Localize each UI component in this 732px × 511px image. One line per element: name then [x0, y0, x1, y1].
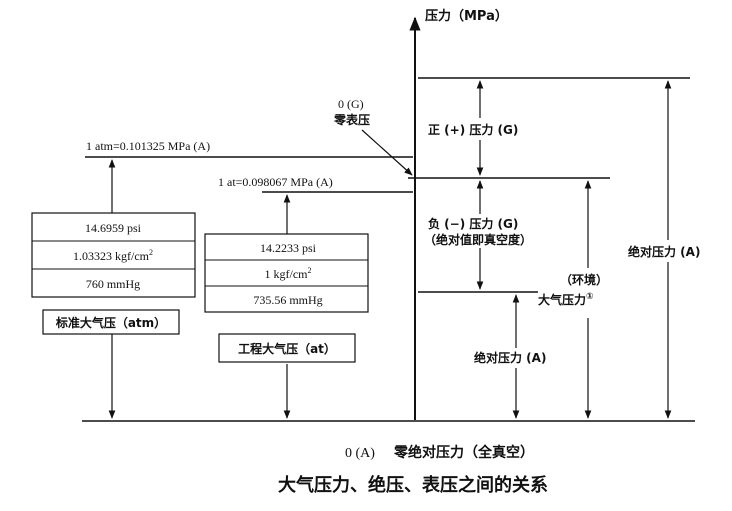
- atm-kgf: 1.03323 kgf/cm2: [73, 248, 153, 263]
- gauge-zero-value: 0 (G): [338, 97, 364, 111]
- atm-mmhg: 760 mmHg: [86, 277, 140, 291]
- at-psi: 14.2233 psi: [260, 241, 317, 255]
- zero-absolute-value: 0 (A): [345, 446, 375, 461]
- atm-psi: 14.6959 psi: [85, 221, 142, 235]
- negative-gauge-note: （绝对值即真空度）: [424, 232, 532, 247]
- svg-text:标准大气压（atm）: 标准大气压（atm）: [55, 315, 166, 330]
- atm-value-table: 14.6959 psi 1.03323 kgf/cm2 760 mmHg: [31, 212, 196, 298]
- at-reference-label: 1 at=0.098067 MPa (A): [218, 175, 333, 189]
- at-kgf: 1 kgf/cm2: [265, 266, 312, 281]
- atm-pressure-label: 大气压力①: [538, 292, 594, 307]
- zero-absolute-label: 零绝对压力（全真空）: [393, 444, 534, 461]
- at-mmhg: 735.56 mmHg: [253, 293, 322, 307]
- gauge-zero-label: 零表压: [333, 112, 370, 127]
- positive-gauge-label: 正 (+) 压力 (G): [428, 122, 518, 137]
- negative-gauge-label: 负 (−) 压力 (G): [428, 216, 518, 231]
- gauge-zero-pointer: [361, 129, 413, 176]
- atm-reference-label: 1 atm=0.101325 MPa (A): [86, 139, 210, 153]
- svg-text:工程大气压（at）: 工程大气压（at）: [238, 341, 336, 356]
- environment-label: （环境）: [560, 272, 608, 287]
- absolute-right-label: 绝对压力 (A): [628, 244, 700, 259]
- at-name-box: 工程大气压（at）: [218, 333, 356, 363]
- absolute-lower-label: 绝对压力 (A): [474, 350, 546, 365]
- atm-name-box: 标准大气压（atm）: [42, 309, 180, 335]
- axis-label: 压力（MPa）: [425, 8, 508, 24]
- diagram-caption: 大气压力、绝压、表压之间的关系: [278, 474, 548, 496]
- at-value-table: 14.2233 psi 1 kgf/cm2 735.56 mmHg: [204, 233, 369, 313]
